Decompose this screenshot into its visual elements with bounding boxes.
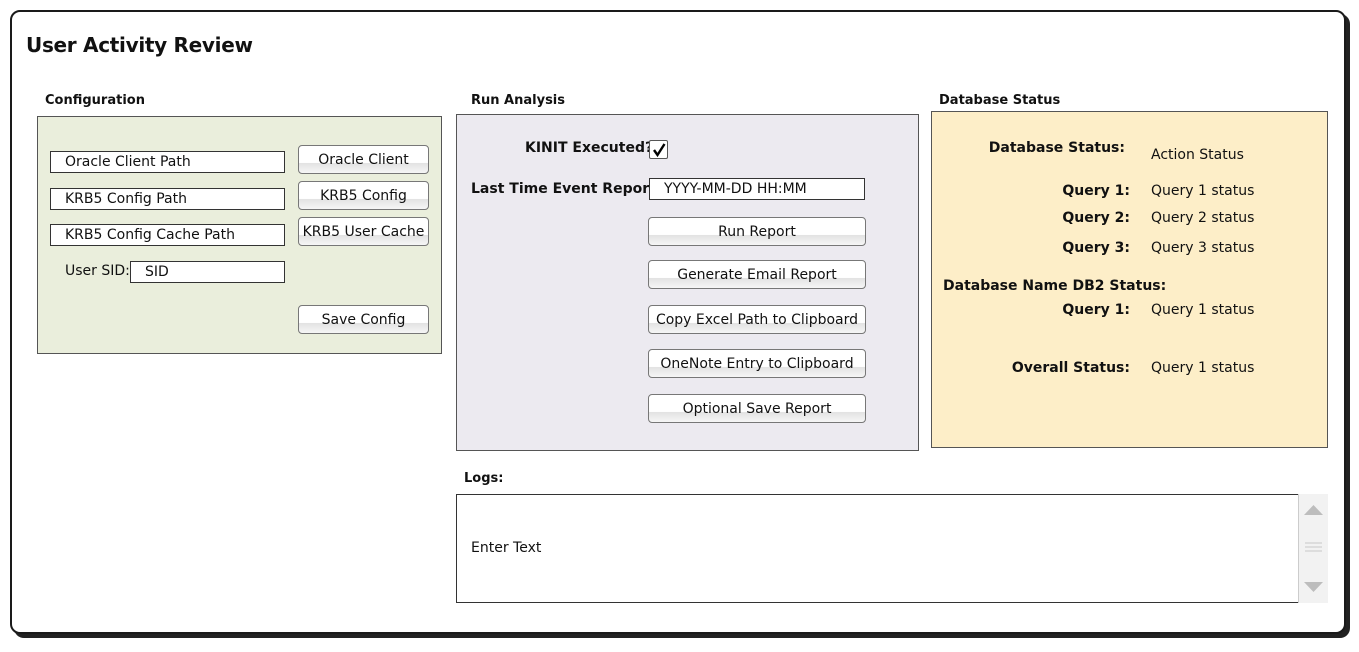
copy-excel-path-button[interactable]: Copy Excel Path to Clipboard — [648, 305, 866, 334]
optional-save-report-button[interactable]: Optional Save Report — [648, 394, 866, 423]
logs-text: Enter Text — [471, 540, 542, 556]
kinit-label: KINIT Executed? — [525, 140, 654, 156]
logs-scrollbar[interactable] — [1298, 494, 1328, 603]
page-title: User Activity Review — [26, 33, 253, 57]
save-config-button[interactable]: Save Config — [298, 305, 429, 334]
database-status-value: Action Status — [1151, 147, 1244, 163]
checkmark-icon — [653, 143, 666, 158]
krb5-user-cache-button[interactable]: KRB5 User Cache — [298, 217, 429, 246]
user-sid-label: User SID: — [65, 263, 130, 279]
krb5-config-button[interactable]: KRB5 Config — [298, 181, 429, 210]
configuration-section-label: Configuration — [45, 93, 145, 108]
overall-status-value: Query 1 status — [1151, 360, 1255, 376]
run-report-button[interactable]: Run Report — [648, 217, 866, 246]
overall-status-label: Overall Status: — [1011, 360, 1130, 376]
query2-value: Query 2 status — [1151, 210, 1255, 226]
user-sid-field[interactable]: SID — [130, 261, 285, 283]
query3-value: Query 3 status — [1151, 240, 1255, 256]
kinit-checkbox[interactable] — [649, 140, 668, 159]
scroll-thumb-icon[interactable] — [1301, 536, 1326, 558]
query3-label: Query 3: — [1062, 240, 1130, 256]
db2-query1-label: Query 1: — [1062, 302, 1130, 318]
db2-query1-value: Query 1 status — [1151, 302, 1255, 318]
last-event-field[interactable]: YYYY-MM-DD HH:MM — [649, 178, 865, 200]
database-status-label: Database Status: — [988, 140, 1125, 156]
last-event-label: Last Time Event Reported: — [471, 181, 681, 197]
scroll-up-arrow-icon[interactable] — [1301, 500, 1326, 520]
scroll-down-arrow-icon[interactable] — [1301, 577, 1326, 597]
krb5-config-path-field[interactable]: KRB5 Config Path — [50, 188, 285, 210]
query2-label: Query 2: — [1062, 210, 1130, 226]
query1-value: Query 1 status — [1151, 183, 1255, 199]
logs-label: Logs: — [464, 471, 504, 486]
db2-status-label: Database Name DB2 Status: — [943, 278, 1167, 294]
database-status-panel — [931, 111, 1328, 448]
run-analysis-section-label: Run Analysis — [471, 93, 565, 108]
database-status-section-label: Database Status — [939, 93, 1061, 108]
oracle-client-button[interactable]: Oracle Client — [298, 145, 429, 174]
onenote-entry-button[interactable]: OneNote Entry to Clipboard — [648, 349, 866, 378]
query1-label: Query 1: — [1062, 183, 1130, 199]
oracle-client-path-field[interactable]: Oracle Client Path — [50, 151, 285, 173]
krb5-cache-path-field[interactable]: KRB5 Config Cache Path — [50, 224, 285, 246]
logs-textarea[interactable]: Enter Text — [456, 494, 1328, 603]
generate-email-report-button[interactable]: Generate Email Report — [648, 260, 866, 289]
